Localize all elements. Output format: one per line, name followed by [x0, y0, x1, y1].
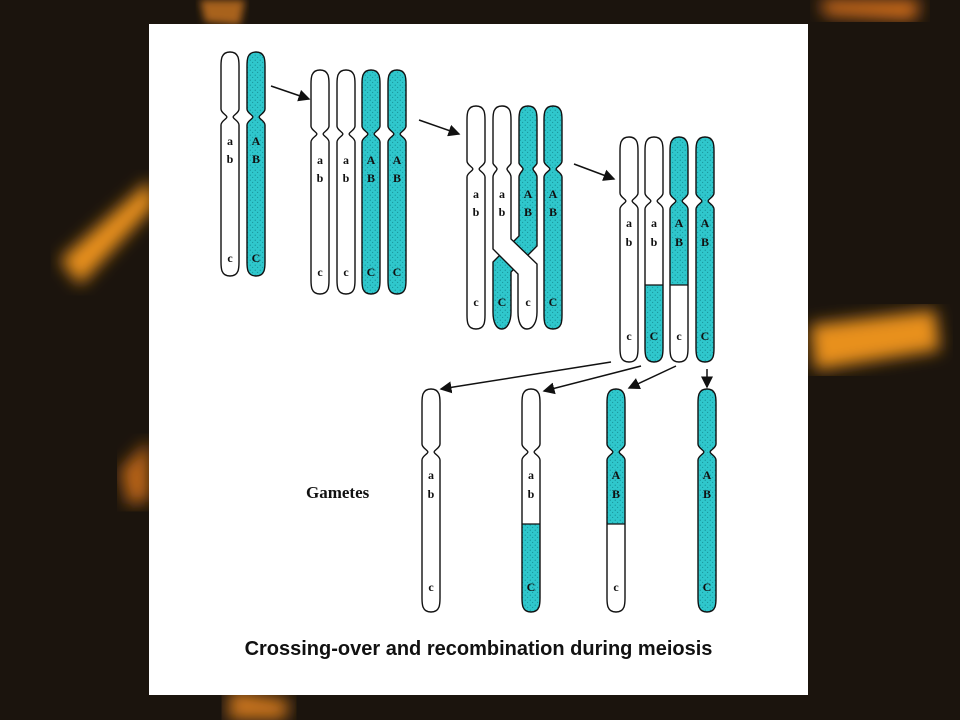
stage1-paternal-chromatid-allele-1: a [227, 134, 233, 148]
stage4-chromatid-1-allele-2: b [626, 235, 633, 249]
stage2-chromatid-1-allele-2: b [317, 171, 324, 185]
stage3-chromatid-2 [492, 105, 538, 330]
stage2-chromatid-2 [336, 69, 356, 295]
gamete-1 [421, 388, 441, 613]
stage4-chromatid-4-allele-1: A [701, 216, 710, 230]
stage1-maternal-chromatid-allele-2: B [252, 152, 260, 166]
stage2-chromatid-4-allele-1: A [393, 153, 402, 167]
gamete-3-allele-1: A [612, 468, 621, 482]
gamete-4-allele-2: B [703, 487, 711, 501]
stage1-maternal-chromatid-allele-3: C [252, 251, 261, 265]
stage4-chromatid-2-allele-1: a [651, 216, 657, 230]
gamete-4-allele-1: A [703, 468, 712, 482]
stage2-chromatid-2-allele-2: b [343, 171, 350, 185]
gamete-3-allele-2: B [612, 487, 620, 501]
stage3-chromatid-2-allele-3: C [498, 295, 507, 309]
stage4-chromatid-1-allele-3: c [626, 329, 632, 343]
stage3-chromatid-1-allele-3: c [473, 295, 479, 309]
gamete-3-allele-3: c [613, 580, 619, 594]
gamete-2-allele-3: C [527, 580, 536, 594]
stage3-chromatid-3 [492, 105, 538, 330]
stage2-chromatid-1-allele-3: c [317, 265, 323, 279]
stage-arrows [270, 85, 713, 395]
stage1-maternal-chromatid [246, 51, 266, 277]
stage3-chromatid-4-allele-3: C [549, 295, 558, 309]
stage4-chromatid-2-allele-3: C [650, 329, 659, 343]
gamete-1-allele-1: a [428, 468, 434, 482]
stage2-chromatid-2-allele-3: c [343, 265, 349, 279]
stage3-chromatid-1-allele-1: a [473, 187, 479, 201]
stage2-chromatid-4 [387, 69, 407, 295]
stage1-paternal-chromatid [220, 51, 240, 277]
stage4-chromatid-4-allele-2: B [701, 235, 709, 249]
stage1-paternal-chromatid-allele-2: b [227, 152, 234, 166]
gamete-3 [606, 388, 626, 613]
gamete-1-allele-2: b [428, 487, 435, 501]
gamete-4-allele-3: C [703, 580, 712, 594]
glowing-chromosome-mid-left [120, 440, 150, 505]
stage2-chromatid-3 [361, 69, 381, 295]
arrow-stage-1-to-2 [270, 85, 311, 102]
stage3-chromatid-3-allele-2: B [524, 205, 532, 219]
arrow-stage-2-to-3 [418, 119, 461, 137]
arrow-to-gamete-1 [439, 361, 612, 394]
arrow-to-gamete-2 [542, 365, 642, 395]
stage2-chromatid-4-allele-3: C [393, 265, 402, 279]
stage4-chromatid-4 [695, 136, 715, 363]
stage3-chromatid-2-allele-1: a [499, 187, 505, 201]
stage3-chromatid-3-allele-3: c [525, 295, 531, 309]
stage1-maternal-chromatid-allele-1: A [252, 134, 261, 148]
stage3-chromatid-1-allele-2: b [473, 205, 480, 219]
stage2-chromatid-3-allele-3: C [367, 265, 376, 279]
stage4-chromatid-3-allele-1: A [675, 216, 684, 230]
gamete-2 [521, 388, 541, 613]
stage4-chromatid-2 [644, 136, 664, 363]
stage2-chromatid-2-allele-1: a [343, 153, 349, 167]
arrow-stage-3-to-4 [573, 163, 616, 181]
stage4-chromatid-1 [619, 136, 639, 363]
stage2-chromatid-3-allele-1: A [367, 153, 376, 167]
stage4-chromatid-4-allele-3: C [701, 329, 710, 343]
glowing-chromosome-top-left [200, 0, 245, 25]
stage2-chromatid-4-allele-2: B [393, 171, 401, 185]
glowing-chromosome-bottom [228, 690, 290, 720]
stage3-chromatid-4-allele-2: B [549, 205, 557, 219]
crossover-chromatids [492, 105, 538, 330]
gamete-2-allele-1: a [528, 468, 534, 482]
stage2-chromatid-1 [310, 69, 330, 295]
arrow-to-gamete-3 [627, 365, 677, 389]
stage3-chromatid-1 [466, 105, 486, 330]
diagram-caption: Crossing-over and recombination during m… [244, 638, 713, 660]
meiosis-diagram: abcABCabcabcABCABCabcABCabCABcabcabCABcA… [220, 51, 717, 613]
stage3-chromatid-2-allele-2: b [499, 205, 506, 219]
stage2-chromatid-3-allele-2: B [367, 171, 375, 185]
stage3-chromatid-3-allele-1: A [524, 187, 533, 201]
gamete-2-allele-2: b [528, 487, 535, 501]
stage4-chromatid-3-allele-2: B [675, 235, 683, 249]
stage4-chromatid-1-allele-1: a [626, 216, 632, 230]
glowing-chromosome-left [60, 180, 155, 285]
stage2-chromatid-1-allele-1: a [317, 153, 323, 167]
gamete-4 [697, 388, 717, 613]
stage4-chromatid-2-allele-2: b [651, 235, 658, 249]
stage3-chromatid-4-allele-1: A [549, 187, 558, 201]
stage4-chromatid-3 [669, 136, 689, 363]
stage4-chromatid-3-allele-3: c [676, 329, 682, 343]
glowing-chromosome-right [810, 310, 940, 370]
stage3-chromatid-4 [543, 105, 563, 330]
glowing-chromosome-top [820, 0, 920, 20]
gamete-1-allele-3: c [428, 580, 434, 594]
stage1-paternal-chromatid-allele-3: c [227, 251, 233, 265]
gametes-label: Gametes [306, 483, 370, 502]
